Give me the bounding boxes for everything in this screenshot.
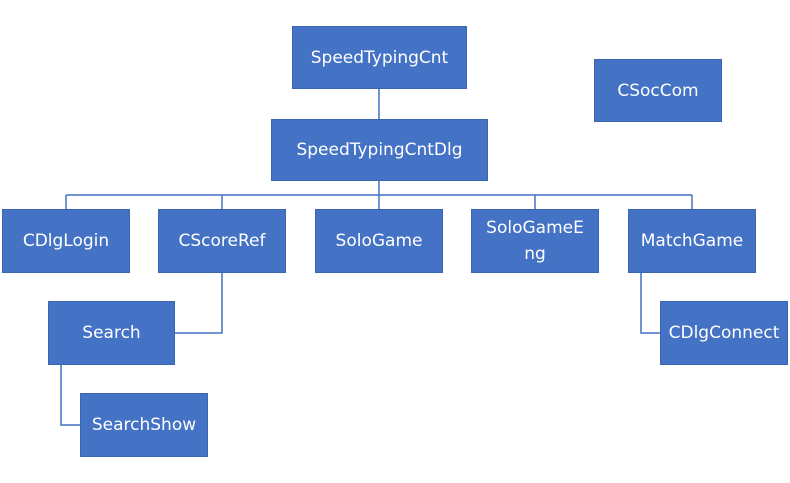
node-search[interactable]: Search <box>48 301 175 365</box>
node-label: CSocCom <box>617 80 699 101</box>
connector-search-to-searchshow <box>60 365 80 426</box>
node-matchgame[interactable]: MatchGame <box>628 209 756 273</box>
node-label: Search <box>82 323 141 343</box>
node-searchshow[interactable]: SearchShow <box>80 393 208 457</box>
node-label: SoloGameEng <box>486 218 584 264</box>
node-label: CScoreRef <box>178 231 266 251</box>
node-csoccom[interactable]: CSocCom <box>594 59 722 122</box>
node-label: CDlgLogin <box>22 231 110 251</box>
node-speedtypingcnt[interactable]: SpeedTypingCnt <box>292 26 467 89</box>
node-cscoreref[interactable]: CScoreRef <box>158 209 286 273</box>
node-cdlgconnect[interactable]: CDlgConnect <box>660 301 788 365</box>
node-label: SoloGame <box>335 231 423 251</box>
connector-matchgame-to-cdlgconnect <box>640 273 660 334</box>
node-cdlglogin[interactable]: CDlgLogin <box>2 209 130 273</box>
node-sologame[interactable]: SoloGame <box>315 209 443 273</box>
node-label: MatchGame <box>640 231 744 251</box>
node-label: CDlgConnect <box>668 323 780 343</box>
connector-cscoreref-to-search <box>175 273 223 334</box>
node-label: SpeedTypingCnt <box>310 47 449 68</box>
node-sologameeng[interactable]: SoloGameEng <box>471 209 599 273</box>
node-speedtypingcntdlg[interactable]: SpeedTypingCntDlg <box>271 119 488 181</box>
node-label: SpeedTypingCntDlg <box>296 140 463 160</box>
node-label: SearchShow <box>91 415 197 435</box>
